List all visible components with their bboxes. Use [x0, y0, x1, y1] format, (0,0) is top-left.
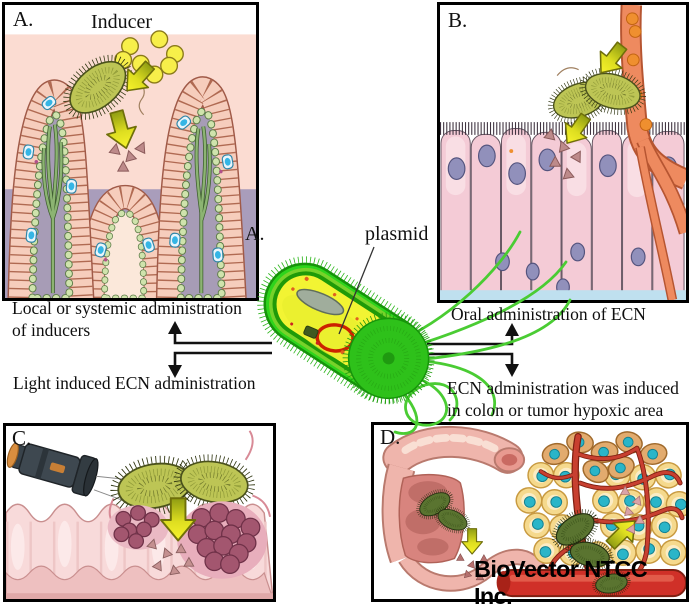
inducer-title: Inducer: [91, 11, 153, 33]
basement-membrane: [440, 290, 686, 300]
flashlight-tail-cap: [6, 442, 19, 468]
colon: [381, 425, 546, 597]
panel-a-label: A.: [13, 7, 34, 31]
connector-to-light: [173, 351, 272, 367]
panel-a-illustration: [5, 5, 256, 298]
panel-c-light-induction: C.: [3, 423, 276, 602]
connector-to-hypoxia: [427, 352, 514, 366]
panel-b-oral-epithelium: B.: [437, 2, 689, 303]
ecn-bacterium-central: [257, 256, 435, 405]
tumor-mass: [510, 427, 686, 582]
goblet-cells: [22, 94, 235, 263]
plasmid-pointer-line: [338, 246, 375, 335]
panel-b-illustration: [440, 5, 686, 300]
flashlight-lens: [83, 458, 99, 497]
panel-c-label: C.: [12, 426, 32, 450]
cytoplasm: [272, 271, 410, 384]
villus-right: [155, 76, 247, 298]
tumor-right: [177, 501, 268, 579]
host-blood-vessel: [496, 567, 686, 599]
pili-fringe: [257, 256, 433, 404]
plasmid-label: plasmid: [365, 223, 429, 245]
gene-cassette: [303, 325, 319, 339]
panel-d-label: D.: [380, 425, 401, 449]
lacteal-tree-right: [194, 126, 212, 294]
caption-oral: Oral administration of ECN: [451, 304, 646, 324]
flashlight: [6, 442, 99, 497]
blood-vessel: [620, 5, 686, 300]
panel-d-colon-tumor-hypoxia: D.: [371, 422, 689, 602]
connector-to-oral: [427, 333, 514, 346]
panel-d-illustration: [374, 425, 686, 599]
cytoplasm-granules: [290, 276, 363, 355]
panel-b-label: B.: [448, 8, 468, 32]
tumor-left: [107, 505, 169, 550]
plasmid-ring: [315, 323, 355, 353]
lacteal-tree-left: [41, 124, 64, 294]
stray-panel-a-label: A.: [245, 223, 265, 245]
outer-membrane: [263, 262, 427, 398]
flashlight-label: [49, 462, 66, 474]
caption-hypoxia: ECN administration was induced in colon …: [447, 378, 679, 420]
villus-left: [7, 79, 95, 298]
polar-end-cap: [342, 312, 435, 405]
biovector-watermark: BioVector NTCC Inc.: [474, 556, 648, 606]
caption-inducers: Local or systemic administration of indu…: [12, 298, 242, 340]
nucleoid: [296, 288, 345, 316]
panel-a-intestinal-induction: A. Inducer: [2, 2, 259, 301]
caption-light: Light induced ECN administration: [13, 373, 256, 393]
panel-c-illustration: [6, 426, 273, 599]
